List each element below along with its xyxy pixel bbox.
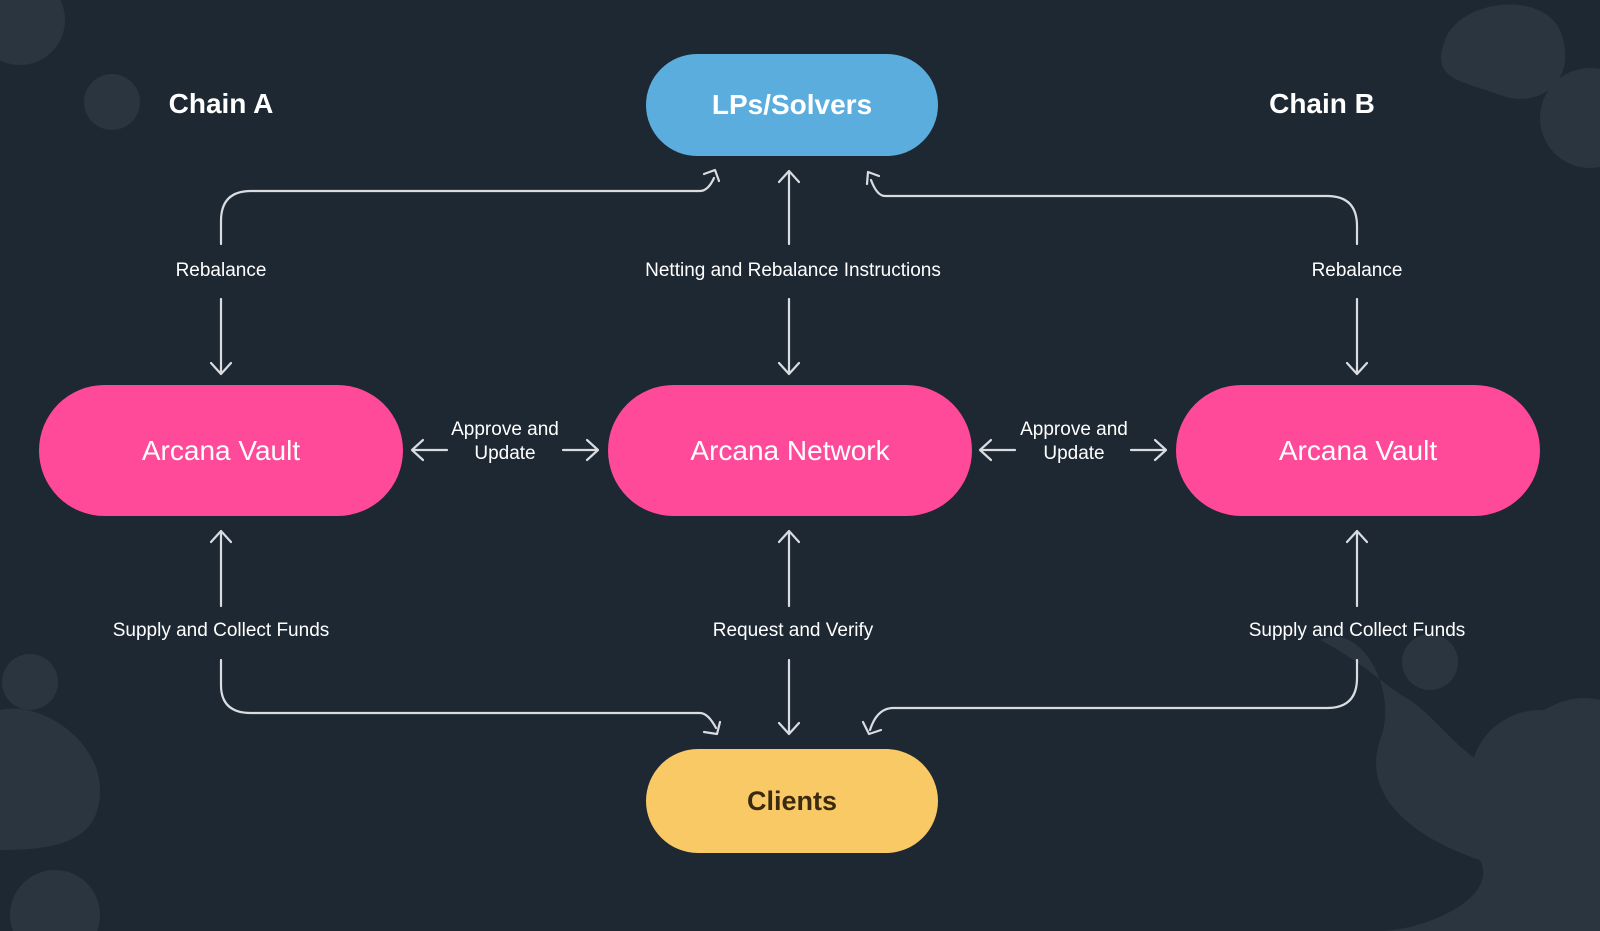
approve-right-label: Approve and Update <box>1020 418 1128 466</box>
approve-right-line-2: Update <box>1043 443 1105 464</box>
arrowhead-up-right <box>702 168 721 183</box>
supply-b-label: Supply and Collect Funds <box>1248 620 1466 641</box>
approve-left-label: Approve and Update <box>451 418 559 466</box>
arrowhead-up <box>209 529 233 544</box>
arrowhead-left <box>978 438 993 462</box>
arrowhead-right <box>585 438 600 462</box>
chain-b-label: Chain B <box>1269 88 1375 119</box>
edge-rebalance-a-upper <box>219 176 716 246</box>
request-label: Request and Verify <box>712 620 874 641</box>
arcana-vault-b-node: Arcana Vault <box>1176 385 1540 516</box>
arrowhead-up <box>1345 529 1369 544</box>
approve-left-line-2: Update <box>474 443 536 464</box>
arrowhead-up-left <box>865 170 881 186</box>
lps-solvers-node: LPs/Solvers <box>646 54 938 156</box>
netting-label: Netting and Rebalance Instructions <box>645 260 941 281</box>
arcana-network-node: Arcana Network <box>608 385 972 516</box>
arrowhead-up <box>777 529 801 544</box>
arrowhead-up <box>777 169 801 184</box>
approve-left-line-1: Approve and <box>451 419 559 440</box>
arrowhead-down-left <box>861 720 883 736</box>
arrowhead-right <box>1153 438 1168 462</box>
rebalance-a-label: Rebalance <box>175 260 267 281</box>
arrowhead-left <box>410 438 425 462</box>
edge-rebalance-b-upper <box>869 178 1359 246</box>
arrowhead-down <box>1345 361 1369 376</box>
connector-lines <box>209 168 1369 736</box>
edge-supply-a-lower <box>219 658 718 730</box>
arrowhead-down <box>777 721 801 736</box>
chain-a-label: Chain A <box>168 88 274 119</box>
arrowhead-down <box>777 361 801 376</box>
rebalance-b-label: Rebalance <box>1311 260 1403 281</box>
clients-node: Clients <box>646 749 938 853</box>
supply-a-label: Supply and Collect Funds <box>112 620 330 641</box>
edge-supply-b-lower <box>868 658 1359 732</box>
arrowhead-down <box>209 361 233 376</box>
approve-right-line-1: Approve and <box>1020 419 1128 440</box>
arrowhead-down-right <box>702 720 722 736</box>
arcana-vault-a-node: Arcana Vault <box>39 385 403 516</box>
